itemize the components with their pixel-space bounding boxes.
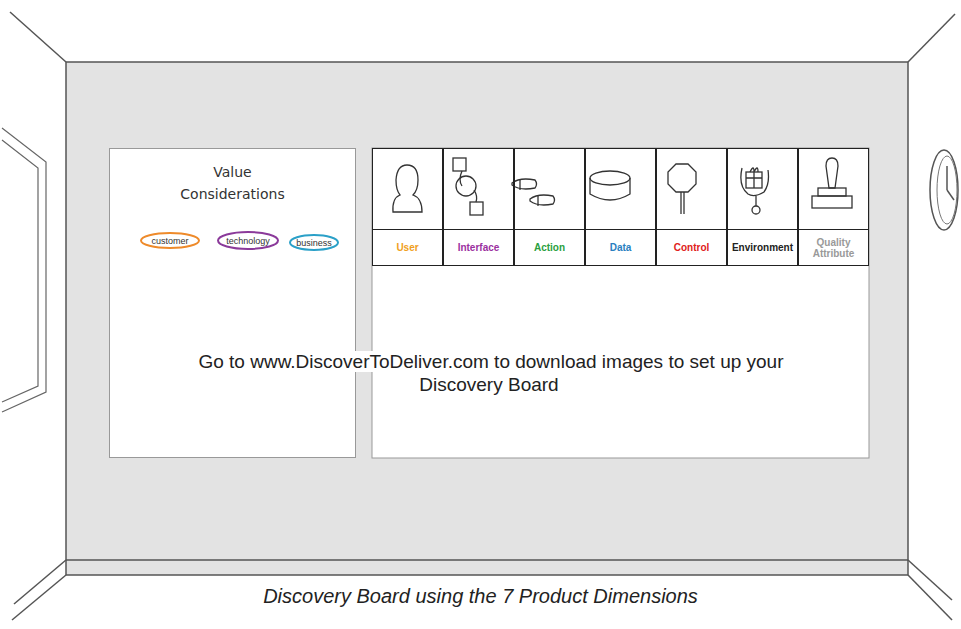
- value-label: business: [296, 238, 332, 248]
- dimension-cell: Data: [585, 148, 656, 266]
- door-frame: [2, 128, 46, 412]
- value-oval: business: [289, 234, 339, 251]
- room-lines: [10, 12, 955, 620]
- value-panel: Value Considerations customer technology bu…: [109, 148, 356, 458]
- user-icon: [393, 165, 422, 212]
- quality-icon: [812, 158, 852, 208]
- dimension-cell: Action: [514, 148, 585, 266]
- value-label: customer: [151, 236, 188, 246]
- dimension-cell: Quality Attribute: [798, 148, 869, 266]
- figure-caption: Discovery Board using the 7 Product Dime…: [0, 585, 961, 608]
- dimension-label: Data: [586, 229, 655, 265]
- environment-icon: [741, 168, 769, 214]
- download-note: Go to www.DiscoverToDeliver.com to downl…: [190, 350, 790, 396]
- dimension-cell: Control: [656, 148, 727, 266]
- control-icon: [668, 164, 696, 214]
- wall-clock: [930, 150, 958, 230]
- dimension-label: Action: [515, 229, 584, 265]
- dimension-cell: User: [372, 148, 443, 266]
- note-text: Go to www.DiscoverToDeliver.com to downl…: [196, 351, 783, 395]
- dimension-label: Interface: [444, 229, 513, 265]
- discovery-panel: [372, 148, 869, 458]
- interface-icon: [453, 158, 483, 215]
- value-oval: technology: [217, 231, 279, 250]
- value-label: technology: [226, 236, 270, 246]
- dimension-cell: Environment: [727, 148, 798, 266]
- dimension-label: Environment: [728, 229, 797, 265]
- data-icon: [590, 171, 630, 200]
- dimension-label: User: [373, 229, 442, 265]
- dimension-cell: Interface: [443, 148, 514, 266]
- panel-heading: Value Considerations: [168, 161, 298, 205]
- dimension-label: Quality Attribute: [799, 229, 868, 265]
- dimension-icons: [393, 158, 852, 215]
- dimension-label: Control: [657, 229, 726, 265]
- action-icon: [512, 179, 555, 206]
- value-oval: customer: [140, 232, 200, 249]
